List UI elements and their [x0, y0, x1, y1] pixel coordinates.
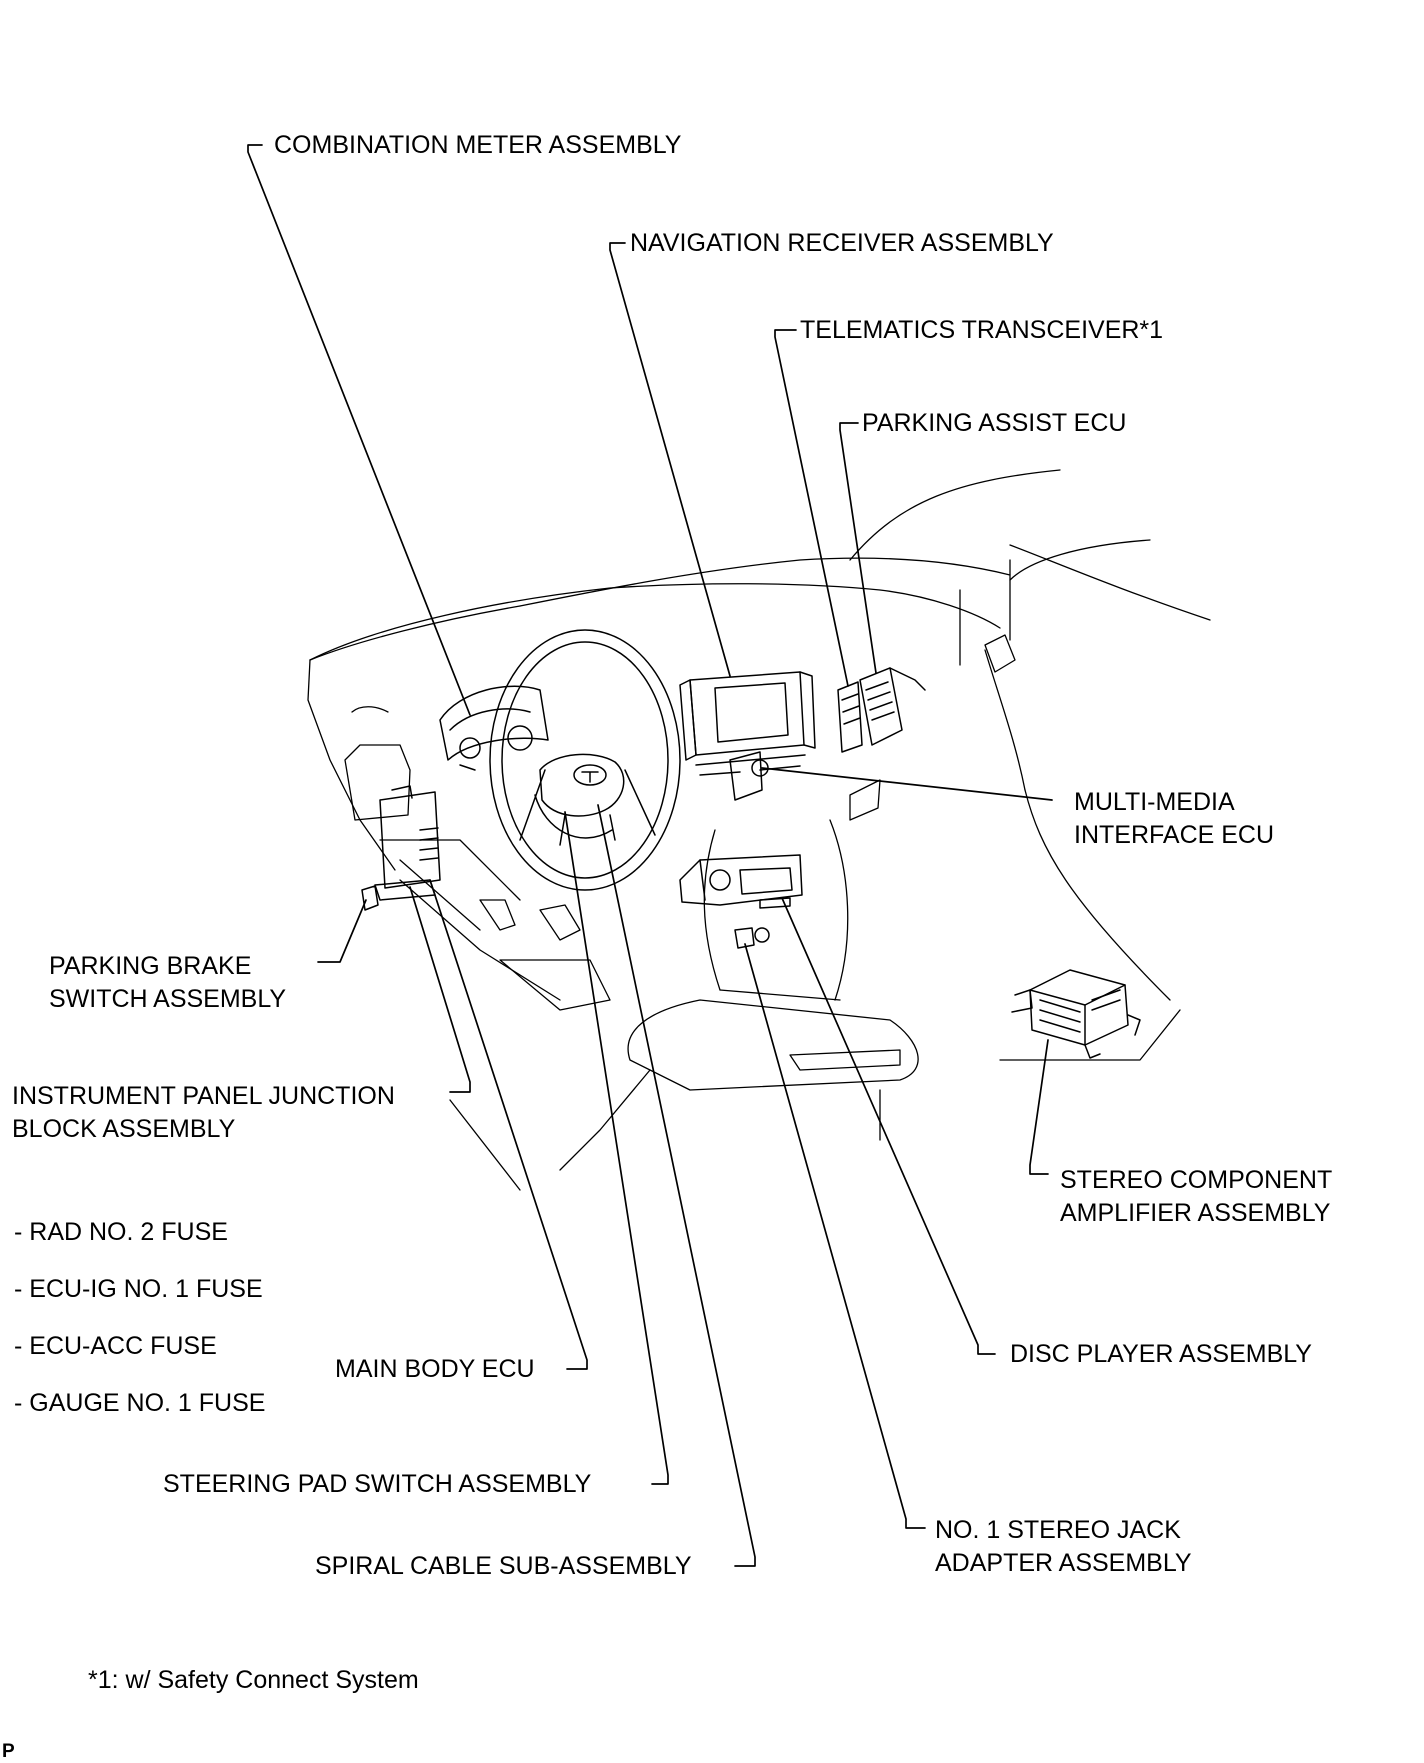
label-stereo-jack-line-2: ADAPTER ASSEMBLY: [935, 1549, 1192, 1577]
label-junction-block-line-2: BLOCK ASSEMBLY: [12, 1115, 236, 1143]
label-multi-media-line-1: MULTI-MEDIA: [1074, 788, 1235, 816]
label-navigation-receiver: NAVIGATION RECEIVER ASSEMBLY: [630, 229, 1054, 257]
label-combination-meter: COMBINATION METER ASSEMBLY: [274, 131, 682, 159]
label-parking-brake-line-1: PARKING BRAKE: [49, 952, 252, 980]
combination-meter-drawing: [439, 685, 549, 771]
label-parking-brake-line-2: SWITCH ASSEMBLY: [49, 985, 287, 1013]
label-spiral-cable: SPIRAL CABLE SUB-ASSEMBLY: [315, 1552, 692, 1580]
disc-player-drawing: [679, 854, 803, 909]
fuse-item: - ECU-IG NO. 1 FUSE: [14, 1275, 263, 1303]
corner-mark: P: [2, 1741, 15, 1762]
label-stereo-jack-line-1: NO. 1 STEREO JACK: [935, 1516, 1181, 1544]
label-telematics-transceiver: TELEMATICS TRANSCEIVER*1: [800, 316, 1164, 344]
parking-assist-ecu-drawing: [859, 667, 926, 746]
footnote: *1: w/ Safety Connect System: [88, 1666, 419, 1694]
label-steering-pad-switch: STEERING PAD SWITCH ASSEMBLY: [163, 1470, 592, 1498]
telematics-transceiver-drawing: [837, 681, 863, 753]
label-main-body-ecu: MAIN BODY ECU: [335, 1355, 535, 1383]
label-multi-media-line-2: INTERFACE ECU: [1074, 821, 1275, 849]
label-disc-player: DISC PLAYER ASSEMBLY: [1010, 1340, 1312, 1368]
vehicle-interior-outline: [307, 469, 1211, 1191]
fuse-item: - GAUGE NO. 1 FUSE: [14, 1389, 266, 1417]
parking-brake-switch-drawing: [361, 885, 379, 911]
label-no1-stereo-jack-adapter: NO. 1 STEREO JACK ADAPTER ASSEMBLY: [935, 1514, 1192, 1580]
stereo-amplifier-drawing: [1011, 969, 1141, 1059]
label-junction-block-line-1: INSTRUMENT PANEL JUNCTION: [12, 1082, 395, 1110]
leader-lines: [247, 144, 1053, 1567]
label-amplifier-line-1: STEREO COMPONENT: [1060, 1166, 1333, 1194]
label-multi-media-interface-ecu: MULTI-MEDIA INTERFACE ECU: [1074, 786, 1274, 852]
navigation-receiver-drawing: [679, 671, 816, 776]
fuse-item: - ECU-ACC FUSE: [14, 1332, 217, 1360]
label-instrument-panel-junction-block: INSTRUMENT PANEL JUNCTION BLOCK ASSEMBLY: [12, 1080, 395, 1146]
fuse-item: - RAD NO. 2 FUSE: [14, 1218, 228, 1246]
label-amplifier-line-2: AMPLIFIER ASSEMBLY: [1060, 1199, 1331, 1227]
stereo-jack-adapter-drawing: [734, 927, 770, 949]
label-stereo-component-amplifier: STEREO COMPONENT AMPLIFIER ASSEMBLY: [1060, 1164, 1332, 1230]
label-parking-assist-ecu: PARKING ASSIST ECU: [862, 409, 1127, 437]
fuse-list: - RAD NO. 2 FUSE - ECU-IG NO. 1 FUSE - E…: [14, 1204, 265, 1432]
label-parking-brake-switch: PARKING BRAKE SWITCH ASSEMBLY: [49, 950, 286, 1016]
steering-wheel: [489, 629, 681, 891]
